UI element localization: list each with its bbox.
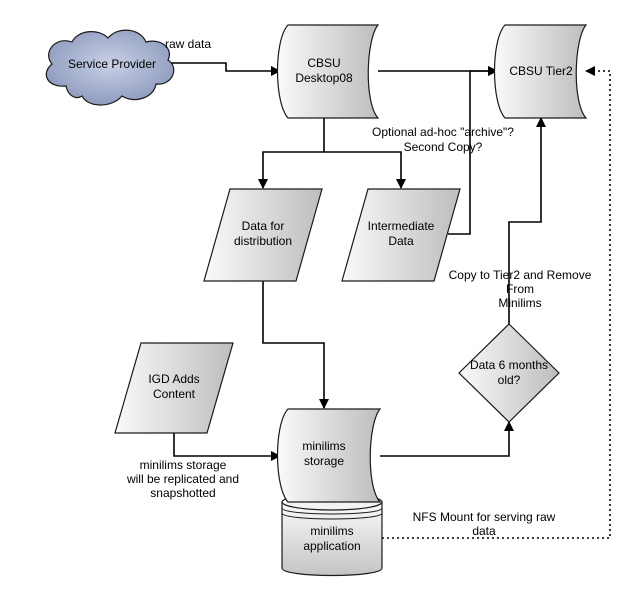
label-copy-tier2-line2: From [506,282,534,296]
edge-distribution-to-storage [262,281,329,409]
cbsu-desktop-line2: Desktop08 [295,71,353,85]
intermediate-data-line1: Intermediate [368,219,435,233]
label-copy-tier2-line1: Copy to Tier2 and Remove [449,268,592,282]
cbsu-tier2-label: CBSU Tier2 [509,64,573,78]
data-6-months-line1: Data 6 months [470,358,548,372]
intermediate-data-line2: Data [388,234,414,248]
data-distribution-line1: Data for [242,219,285,233]
label-replicated-line1: minilims storage [140,458,227,472]
igd-adds-content-node: IGD Adds Content [114,342,234,434]
service-provider-cloud: Service Provider [45,29,175,106]
data-distribution-node: Data for distribution [203,188,323,282]
label-nfs-mount-line1: NFS Mount for serving raw [413,510,556,524]
data-6-months-line2: old? [498,373,521,387]
minilims-application-line1: minilims [310,524,353,538]
label-optional-archive-line1: Optional ad-hoc "archive"? [372,125,514,139]
label-optional-archive-line2: Second Copy? [404,140,483,154]
data-6-months-decision: Data 6 months old? [458,323,560,423]
edge-decision-to-tier2 [508,117,546,324]
minilims-application-node: minilims application [281,493,383,577]
edge-igd-to-storage [173,433,281,461]
igd-adds-content-line1: IGD Adds [148,372,199,386]
edge-provider-to-desktop [167,62,281,76]
minilims-application-line2: application [303,539,360,553]
igd-adds-content-line2: Content [153,387,196,401]
edge-storage-to-decision [380,421,514,457]
minilims-storage-line1: minilims [302,439,345,453]
data-distribution-line2: distribution [234,234,292,248]
label-copy-tier2-line3: Minilims [498,296,541,310]
edge-desktop-to-distribution [258,118,325,189]
cbsu-desktop-line1: CBSU [307,56,340,70]
label-nfs-mount-line2: data [472,524,496,538]
cbsu-tier2-node: CBSU Tier2 [493,24,588,119]
service-provider-label: Service Provider [68,57,156,71]
edge-intermediate-to-tier2 [448,66,498,235]
minilims-storage-line2: storage [304,454,344,468]
label-raw-data: raw data [165,37,211,51]
minilims-storage-node: minilims storage [276,408,382,503]
label-replicated-line2: will be replicated and [126,472,239,486]
label-replicated-line3: snapshotted [150,486,215,500]
edge-nfs-mount [382,66,611,539]
edge-desktop-to-intermediate [324,151,406,189]
cbsu-desktop-node: CBSU Desktop08 [276,24,380,119]
intermediate-data-node: Intermediate Data [341,188,461,282]
